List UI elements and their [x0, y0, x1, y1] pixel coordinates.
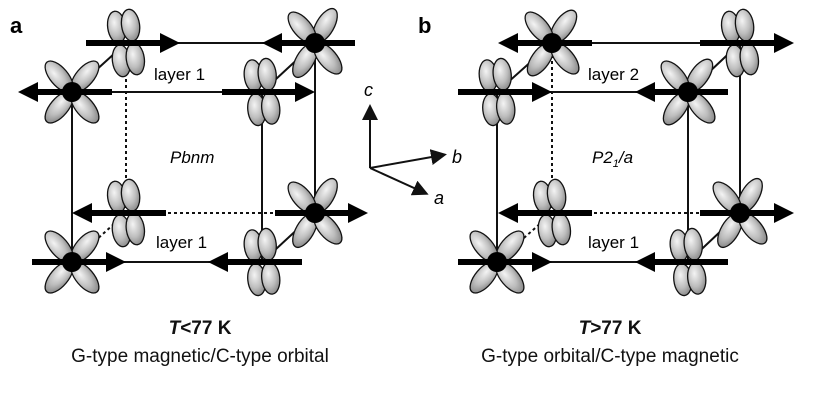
panel-b-space-group: P21/a — [592, 148, 633, 170]
atom-icon — [62, 82, 82, 102]
panel-a-top-layer-label: layer 1 — [154, 65, 205, 84]
atom-icon — [305, 203, 325, 223]
axes-icon — [362, 104, 447, 196]
orbital-vertical-icon — [106, 178, 146, 248]
panel-a-bottom-layer-label: layer 1 — [156, 233, 207, 252]
atom-icon — [730, 203, 750, 223]
atom-icon — [487, 252, 507, 272]
panel-b-caption: T>77 K G-type orbital/C-type magnetic — [420, 318, 800, 368]
orbital-vertical-icon — [669, 227, 707, 297]
panel-b-top-layer-label: layer 2 — [588, 65, 639, 84]
panel-b-letter: b — [418, 13, 431, 38]
panel-a-letter: a — [10, 13, 23, 38]
orbital-vertical-icon — [478, 57, 516, 127]
axis-c-label: c — [364, 80, 373, 100]
panel-a-atoms — [62, 33, 325, 272]
axis-b-label: b — [452, 147, 462, 167]
atom-icon — [542, 33, 562, 53]
panel-b-temperature: T>77 K — [578, 318, 642, 339]
axis-a-label: a — [434, 188, 444, 208]
panel-a-temperature: T<77 K — [168, 318, 232, 339]
orbital-vertical-icon — [720, 8, 760, 78]
atom-icon — [305, 33, 325, 53]
orbital-vertical-icon — [243, 57, 281, 127]
atom-icon — [62, 252, 82, 272]
atom-icon — [678, 82, 698, 102]
panel-b-atoms — [487, 33, 750, 272]
orbital-cross-icon — [712, 177, 768, 249]
panel-a-caption: T<77 K G-type magnetic/C-type orbital — [10, 318, 390, 368]
orbital-vertical-icon — [243, 227, 281, 297]
panel-b-bottom-layer-label: layer 1 — [588, 233, 639, 252]
panel-b-description: G-type orbital/C-type magnetic — [481, 346, 739, 367]
panel-a-space-group: Pbnm — [170, 148, 214, 167]
panel-a-description: G-type magnetic/C-type orbital — [71, 346, 329, 367]
